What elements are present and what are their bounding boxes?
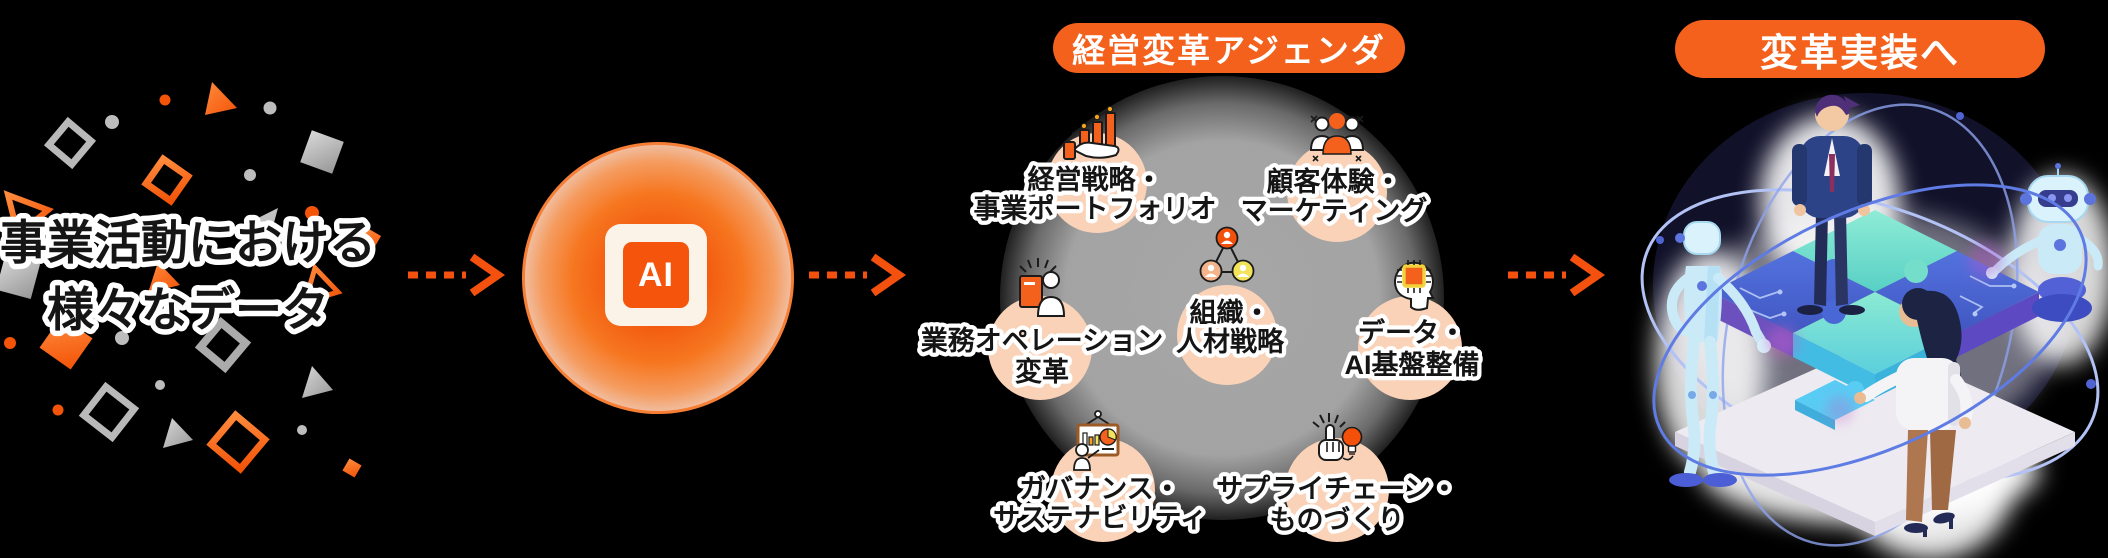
scattered-data-shapes-graphic [0,82,382,478]
svg-text:サステナビリティ: サステナビリティ [993,503,1207,533]
businesswoman [1854,288,1973,537]
svg-text:顧客体験・: 顧客体験・ [1267,166,1402,197]
input-data-title: 事業活動における 様々なデータ [0,211,382,342]
svg-text:人材戦略: 人材戦略 [1176,326,1285,357]
humanoid-robot [1666,221,1771,487]
flow-arrow-1 [408,253,506,297]
svg-text:組織・: 組織・ [1190,297,1271,328]
ai-label: AI [638,255,674,294]
svg-text:様々なデータ: 様々なデータ [47,283,329,336]
svg-text:ものづくり: ものづくり [1270,505,1405,535]
flow-arrow-3 [1508,253,1606,297]
svg-text:事業ポートフォリオ: 事業ポートフォリオ [974,194,1217,224]
ai-chip-icon: AI [605,224,707,326]
growth-chart-hand-icon [1063,105,1120,160]
implementation-badge: 変革実装へ [1675,20,2045,78]
people-group-icon [1309,113,1365,162]
org-chart-icon [1199,226,1255,283]
agenda-badge: 経営変革アジェンダ [1053,23,1405,73]
svg-text:経営戦略・: 経営戦略・ [1028,164,1163,195]
pink-accents [1766,242,2004,424]
hand-lightbulb-icon [1312,413,1363,461]
orbit-ellipse-front [1652,183,2088,477]
platform [1675,342,2075,536]
transformation-illustration [1640,93,2108,558]
svg-text:AI基盤整備: AI基盤整備 [1345,349,1480,380]
svg-text:データ・: データ・ [1358,317,1466,348]
svg-text:マーケティング: マーケティング [1241,195,1428,226]
svg-text:サプライチェーン・: サプライチェーン・ [1216,474,1458,504]
svg-text:ガバナンス・: ガバナンス・ [1019,474,1180,504]
circuit-traces [1739,275,2012,319]
flow-arrow-2 [809,253,907,297]
presentation-board-icon [1073,410,1120,471]
svg-text:業務オペレーション: 業務オペレーション [921,326,1163,356]
businessman [1792,94,1872,315]
person-idea-icon [1019,258,1066,317]
small-robot [1986,163,2103,322]
svg-text:事業活動における: 事業活動における [0,216,376,269]
head-chip-icon [1393,260,1435,311]
orbit-nodes [1656,112,2096,389]
svg-text:変革: 変革 [1015,356,1069,387]
